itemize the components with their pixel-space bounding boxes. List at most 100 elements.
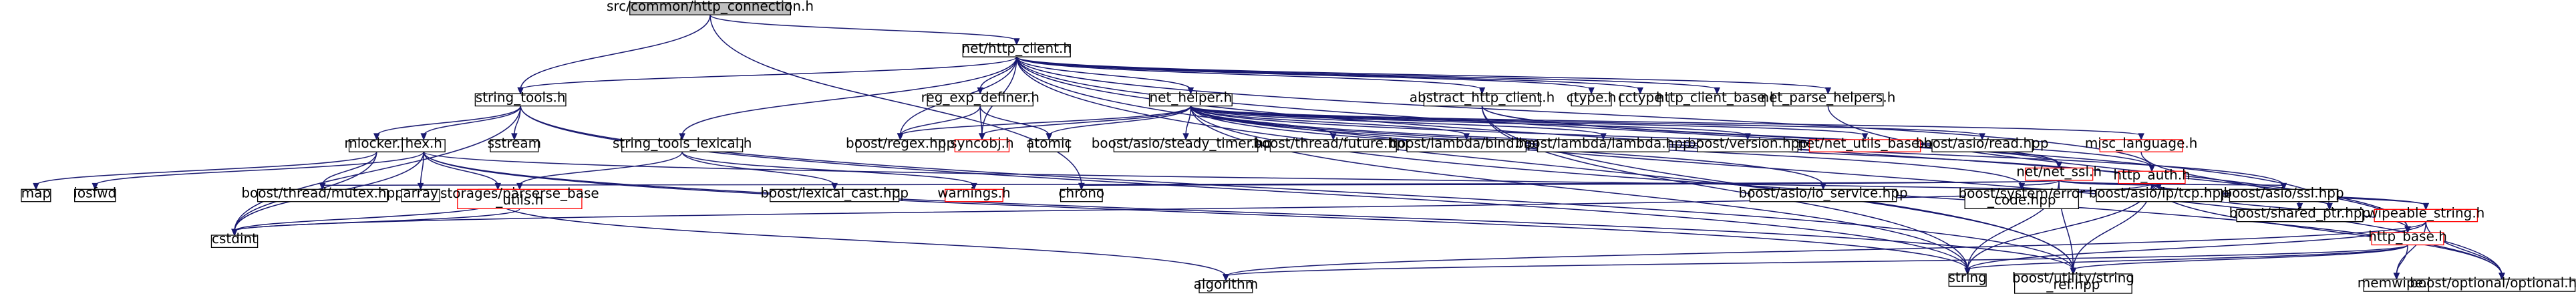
node-storages_parserse_base_utils[interactable]: storages/parserse_base_utils.h	[440, 185, 599, 210]
edge-net_helper-to-boost_lambda_bind	[1190, 106, 1468, 136]
edge-net_helper-to-net_ssl	[1190, 106, 2060, 165]
node-label-memwipe: memwipe.h	[2358, 275, 2436, 291]
node-label-boost_lexical_cast: boost/lexical_cast.hpp	[760, 185, 909, 201]
arrowhead-net_helper-to-boost_lambda_lambda	[1600, 133, 1607, 141]
node-box-boost_asio_read	[1931, 139, 2033, 152]
node-label-string_tools_lexical: string_tools_lexical.h	[613, 135, 752, 151]
node-net_helper[interactable]: net_helper.h	[1148, 89, 1233, 107]
node-net_utils_base[interactable]: net/net_utils_base.h	[1798, 135, 1932, 152]
node-boost_thread_mutex[interactable]: boost/thread/mutex.hpp	[241, 185, 404, 202]
node-boost_regex[interactable]: boost/regex.hpp	[846, 135, 955, 152]
edge-abstract_http_client-to-string	[1481, 106, 1968, 271]
node-syncobj[interactable]: syncobj.h	[950, 135, 1014, 152]
node-box-string	[1948, 273, 1987, 287]
node-boost_lambda_bind[interactable]: boost/lambda/bind.hpp	[1389, 135, 1544, 152]
edge-http_base-to-string	[1967, 244, 2408, 271]
node-boost_system_error_code[interactable]: boost/system/error_code.hpp	[1958, 185, 2086, 210]
node-boost_utility_string_ref[interactable]: boost/utility/string_ref.hpp	[2012, 270, 2134, 294]
node-ctype[interactable]: ctype.h	[1567, 89, 1617, 107]
node-boost_optional[interactable]: boost/optional/optional.hpp	[2410, 275, 2576, 292]
node-http_auth[interactable]: http_auth.h	[2113, 166, 2191, 184]
node-map[interactable]: map	[21, 185, 51, 202]
node-algorithm[interactable]: algorithm	[1194, 276, 1259, 293]
node-boost_version[interactable]: boost/version.hpp	[1687, 135, 1808, 152]
node-label-http_base: http_base.h	[2368, 228, 2447, 244]
arrowhead-http_client-to-http_client_base	[1714, 87, 1720, 95]
node-boost_asio_io_service[interactable]: boost/asio/io_service.hpp	[1739, 185, 1908, 202]
edge-string_tools-to-string	[520, 106, 1968, 271]
node-string_tools[interactable]: string_tools.h	[474, 89, 567, 107]
node-box-abstract_http_client	[1423, 93, 1541, 107]
node-box-root	[629, 2, 792, 15]
node-boost_asio_ip_tcp[interactable]: boost/asio/ip/tcp.hpp	[2089, 185, 2229, 202]
node-http_client[interactable]: net/http_client.h	[961, 40, 1072, 57]
node-cctype[interactable]: cctype	[1618, 89, 1663, 107]
node-label-boost_utility_string_ref: boost/utility/string_ref.hpp	[2012, 270, 2134, 293]
node-box-boost_asio_io_service	[1749, 188, 1897, 202]
node-sstream[interactable]: sstream	[488, 135, 542, 152]
edge-string_tools_lexical-to-warnings	[681, 151, 975, 186]
node-chrono[interactable]: chrono	[1059, 185, 1105, 202]
node-box-http_client	[962, 44, 1071, 57]
arrowhead-http_client-to-net_parse_helpers	[1824, 87, 1832, 95]
edge-string_tools-to-boost_utility_string_ref	[520, 106, 2074, 271]
node-box-boost_utility_string_ref	[2014, 273, 2132, 294]
node-misc_language[interactable]: misc_language.h	[2085, 135, 2198, 152]
arrowhead-http_auth-to-wipeable_string	[2422, 202, 2430, 210]
node-http_client_base[interactable]: http_client_base.h	[1656, 89, 1778, 107]
node-box-boost_asio_ssl	[2229, 188, 2339, 202]
node-string[interactable]: string	[1948, 269, 1987, 287]
node-label-string_tools: string_tools.h	[476, 89, 566, 105]
node-label-boost_regex: boost/regex.hpp	[846, 135, 955, 151]
edge-string_tools_lexical-to-boost_lexical_cast	[681, 152, 835, 186]
edge-net_helper-to-syncobj	[981, 106, 1192, 136]
node-label-boost_lambda_lambda: boost/lambda/lambda.hpp	[1515, 135, 1691, 151]
edge-hex-to-string	[423, 152, 1968, 271]
node-array[interactable]: array	[401, 185, 440, 202]
node-boost_asio_read[interactable]: boost/asio/read.hpp	[1916, 135, 2049, 152]
edge-net_helper-to-boost_asio_ip_tcp	[1190, 106, 2160, 186]
node-box-boost_system_error_code	[1964, 188, 2080, 210]
node-boost_lexical_cast[interactable]: boost/lexical_cast.hpp	[760, 185, 909, 202]
node-box-http_client_base	[1668, 93, 1766, 107]
arrowhead-net_helper-to-syncobj	[979, 133, 985, 141]
node-boost_asio_steady_timer[interactable]: boost/asio/steady_timer.hpp	[1092, 135, 1281, 152]
edge-wipeable_string-to-string	[1967, 221, 2427, 271]
edge-net_helper-to-atomic	[1048, 106, 1192, 136]
edge-net_ssl-to-boost_asio_ssl	[2058, 180, 2285, 186]
node-boost_thread_future[interactable]: boost/thread/future.hpp	[1253, 135, 1413, 152]
node-string_tools_lexical[interactable]: string_tools_lexical.h	[613, 135, 752, 152]
node-atomic[interactable]: atomic	[1026, 135, 1072, 152]
node-box-misc_language	[2099, 139, 2183, 152]
arrowhead-http_base-to-boost_utility_string_ref	[2070, 267, 2077, 275]
edge-http_client-to-net_helper	[1016, 56, 1192, 90]
node-boost_asio_ssl[interactable]: boost/asio/ssl.hpp	[2223, 185, 2344, 202]
node-wipeable_string[interactable]: wipeable_string.h	[2367, 205, 2484, 223]
node-net_ssl[interactable]: net/net_ssl.h	[2016, 164, 2102, 181]
node-label-boost_thread_future: boost/thread/future.hpp	[1253, 135, 1413, 151]
node-box-storages_parserse_base_utils	[457, 188, 583, 210]
edge-net_helper-to-boost_lambda_lambda	[1190, 105, 1604, 136]
node-boost_lambda_lambda[interactable]: boost/lambda/lambda.hpp	[1515, 135, 1692, 152]
edge-http_client-to-string_tools_lexical	[681, 57, 1017, 136]
arrowhead-abstract_http_client-to-http_auth	[2148, 164, 2155, 172]
node-reg_exp_definer[interactable]: reg_exp_definer.h	[921, 89, 1039, 107]
node-iosfwd[interactable]: iosfwd	[73, 185, 116, 202]
node-box-net_helper	[1148, 93, 1233, 107]
node-warnings[interactable]: warnings.h	[937, 185, 1011, 202]
node-abstract_http_client[interactable]: abstract_http_client.h	[1410, 89, 1555, 107]
node-label-boost_optional: boost/optional/optional.hpp	[2410, 275, 2576, 291]
node-cstdint[interactable]: cstdint	[210, 231, 259, 249]
node-hex[interactable]: hex.h	[401, 135, 446, 152]
node-label-syncobj: syncobj.h	[950, 135, 1013, 151]
node-http_base[interactable]: http_base.h	[2368, 228, 2447, 246]
node-mlocker[interactable]: mlocker.h	[344, 135, 409, 152]
edge-root-to-chrono	[709, 15, 1082, 186]
node-boost_shared_ptr[interactable]: boost/shared_ptr.hpp	[2229, 205, 2371, 223]
arrowhead-string_tools-to-hex	[420, 133, 428, 141]
node-label-boost_lambda_bind: boost/lambda/bind.hpp	[1389, 135, 1544, 151]
node-box-boost_lexical_cast	[770, 188, 900, 202]
node-label-http_client: net/http_client.h	[961, 40, 1072, 56]
node-net_parse_helpers[interactable]: net_parse_helpers.h	[1760, 89, 1895, 107]
